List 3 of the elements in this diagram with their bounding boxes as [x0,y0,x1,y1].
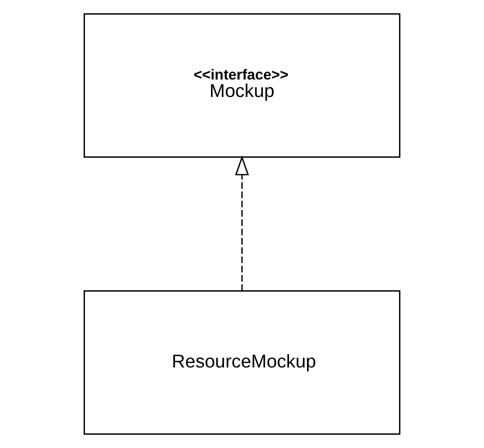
arrow [235,155,249,291]
node-box: <<interface>> Mockup [84,13,400,158]
node-box: ResourceMockup [84,290,400,435]
